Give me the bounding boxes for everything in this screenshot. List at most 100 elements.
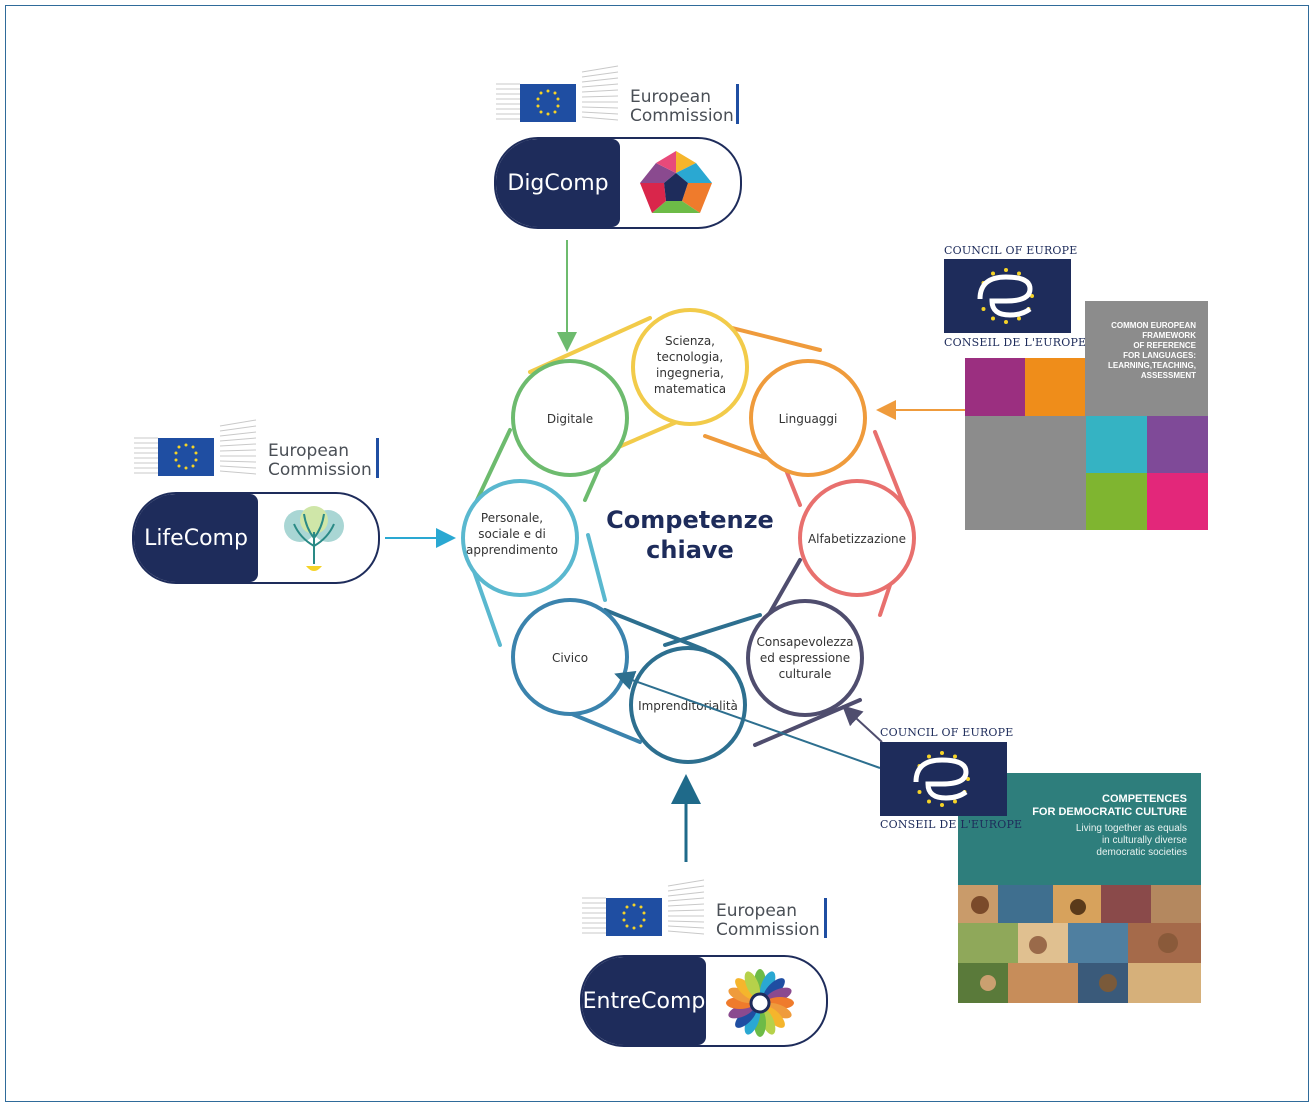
entrecomp-flower-icon xyxy=(726,969,794,1037)
star-icon xyxy=(991,271,995,276)
petal-icon xyxy=(744,971,761,998)
label-line: ingegneria, xyxy=(656,366,724,380)
ec-logo-digcomp: European Commission xyxy=(494,62,754,132)
star-icon xyxy=(1017,271,1021,276)
ec-building-icon xyxy=(582,879,705,936)
cefr-block-orange xyxy=(1025,358,1085,416)
cefr-block-grey xyxy=(965,416,1086,530)
cefr-block-cyan xyxy=(1086,416,1147,473)
petal-icon xyxy=(765,1002,792,1019)
label-line: Digitale xyxy=(547,412,593,426)
label-line: Civico xyxy=(552,651,588,665)
text-line: LEARNING,TEACHING, xyxy=(1108,361,1196,370)
text-line: OF REFERENCE xyxy=(1133,341,1196,350)
star-icon xyxy=(953,799,957,804)
ec-title-1: European xyxy=(716,901,797,921)
label-line: tecnologia, xyxy=(657,350,723,364)
coe-logo-cdc xyxy=(880,742,1007,816)
circle-scienza xyxy=(631,308,749,426)
text-line: FOR LANGUAGES: xyxy=(1123,351,1196,360)
label-line: Imprenditorialità xyxy=(638,699,738,713)
connector xyxy=(718,323,822,352)
label-imprenditorialita: Imprenditorialità xyxy=(638,699,738,713)
label-line: Alfabetizzazione xyxy=(808,532,906,546)
ec-title-1: European xyxy=(630,87,711,107)
star-icon xyxy=(940,803,944,807)
label-line: Scienza, xyxy=(665,334,715,348)
arrow-cdc-consapevolezza xyxy=(842,705,883,743)
text-line: COMMON EUROPEAN xyxy=(1111,321,1196,330)
coe-name-fr: CONSEIL DE L'EUROPE xyxy=(944,336,1087,349)
connector xyxy=(603,608,707,652)
connector xyxy=(586,533,607,602)
digcomp-pentagon-icon xyxy=(640,151,712,213)
label-line: culturale xyxy=(779,667,832,681)
circle-imprenditorialita xyxy=(629,646,747,764)
text-line: democratic societies xyxy=(1096,847,1187,858)
star-icon xyxy=(1004,268,1008,272)
cefr-block-purple xyxy=(1147,416,1208,473)
cefr-block-magenta xyxy=(965,358,1025,416)
star-icon xyxy=(927,799,931,804)
ec-title-2: Commission xyxy=(268,460,372,480)
ec-logo-entrecomp: European Commission xyxy=(580,876,840,946)
text-line: in culturally diverse xyxy=(1101,835,1187,846)
circle-digitale xyxy=(511,359,629,477)
star-icon xyxy=(953,754,957,759)
petal-icon xyxy=(728,987,755,1004)
page-frame xyxy=(5,5,1309,1102)
circle-alfabetizzazione xyxy=(798,479,916,597)
flower-center-icon xyxy=(749,992,771,1014)
circle-linguaggi xyxy=(749,359,867,477)
label-line: sociale e di xyxy=(478,527,546,541)
text-line: FRAMEWORK xyxy=(1142,331,1196,340)
ec-title-2: Commission xyxy=(630,106,734,126)
circle-civico xyxy=(511,598,629,716)
star-icon xyxy=(1017,316,1021,321)
label-line: chiave xyxy=(646,536,734,564)
star-icon xyxy=(940,751,944,755)
label-civico: Civico xyxy=(552,651,588,665)
label-scienza: Scienza,tecnologia,ingegneria,matematica xyxy=(654,334,726,396)
petal-icon xyxy=(744,1008,761,1035)
arrow-cdc-civico xyxy=(614,670,881,769)
ec-building-icon xyxy=(134,419,257,476)
digcomp-label: DigComp xyxy=(496,139,620,227)
coe-name-fr: CONSEIL DE L'EUROPE xyxy=(880,818,1023,831)
ec-title-2: Commission xyxy=(716,920,820,940)
cdc-photo-collage xyxy=(958,885,1201,1003)
label-line: ed espressione xyxy=(760,651,850,665)
coe-emblem-icon xyxy=(977,268,1034,324)
star-icon xyxy=(917,790,922,794)
cefr-block-pink xyxy=(1147,473,1208,530)
label-line: Competenze xyxy=(606,506,774,534)
star-icon xyxy=(991,316,995,321)
coe-name-en: COUNCIL OF EUROPE xyxy=(880,726,1014,739)
entrecomp-label: EntreComp xyxy=(582,957,706,1045)
coe-name-en: COUNCIL OF EUROPE xyxy=(944,244,1078,257)
text-line: COMPETENCES xyxy=(1102,793,1187,805)
ec-title-1: European xyxy=(268,441,349,461)
ec-logo-lifecomp: European Commission xyxy=(132,416,392,486)
label-line: Linguaggi xyxy=(779,412,838,426)
star-icon xyxy=(1004,320,1008,324)
label-line: Personale, xyxy=(481,511,543,525)
cefr-block-green xyxy=(1086,473,1147,530)
text-line: ASSESSMENT xyxy=(1140,371,1196,380)
circle-personale xyxy=(461,479,579,597)
label-linguaggi: Linguaggi xyxy=(779,412,838,426)
lifecomp-badge: LifeComp xyxy=(132,492,380,584)
star-icon xyxy=(981,307,986,311)
coe-logo-cefr xyxy=(944,259,1071,333)
ec-building-icon xyxy=(496,65,619,122)
ec-divider xyxy=(824,898,827,938)
